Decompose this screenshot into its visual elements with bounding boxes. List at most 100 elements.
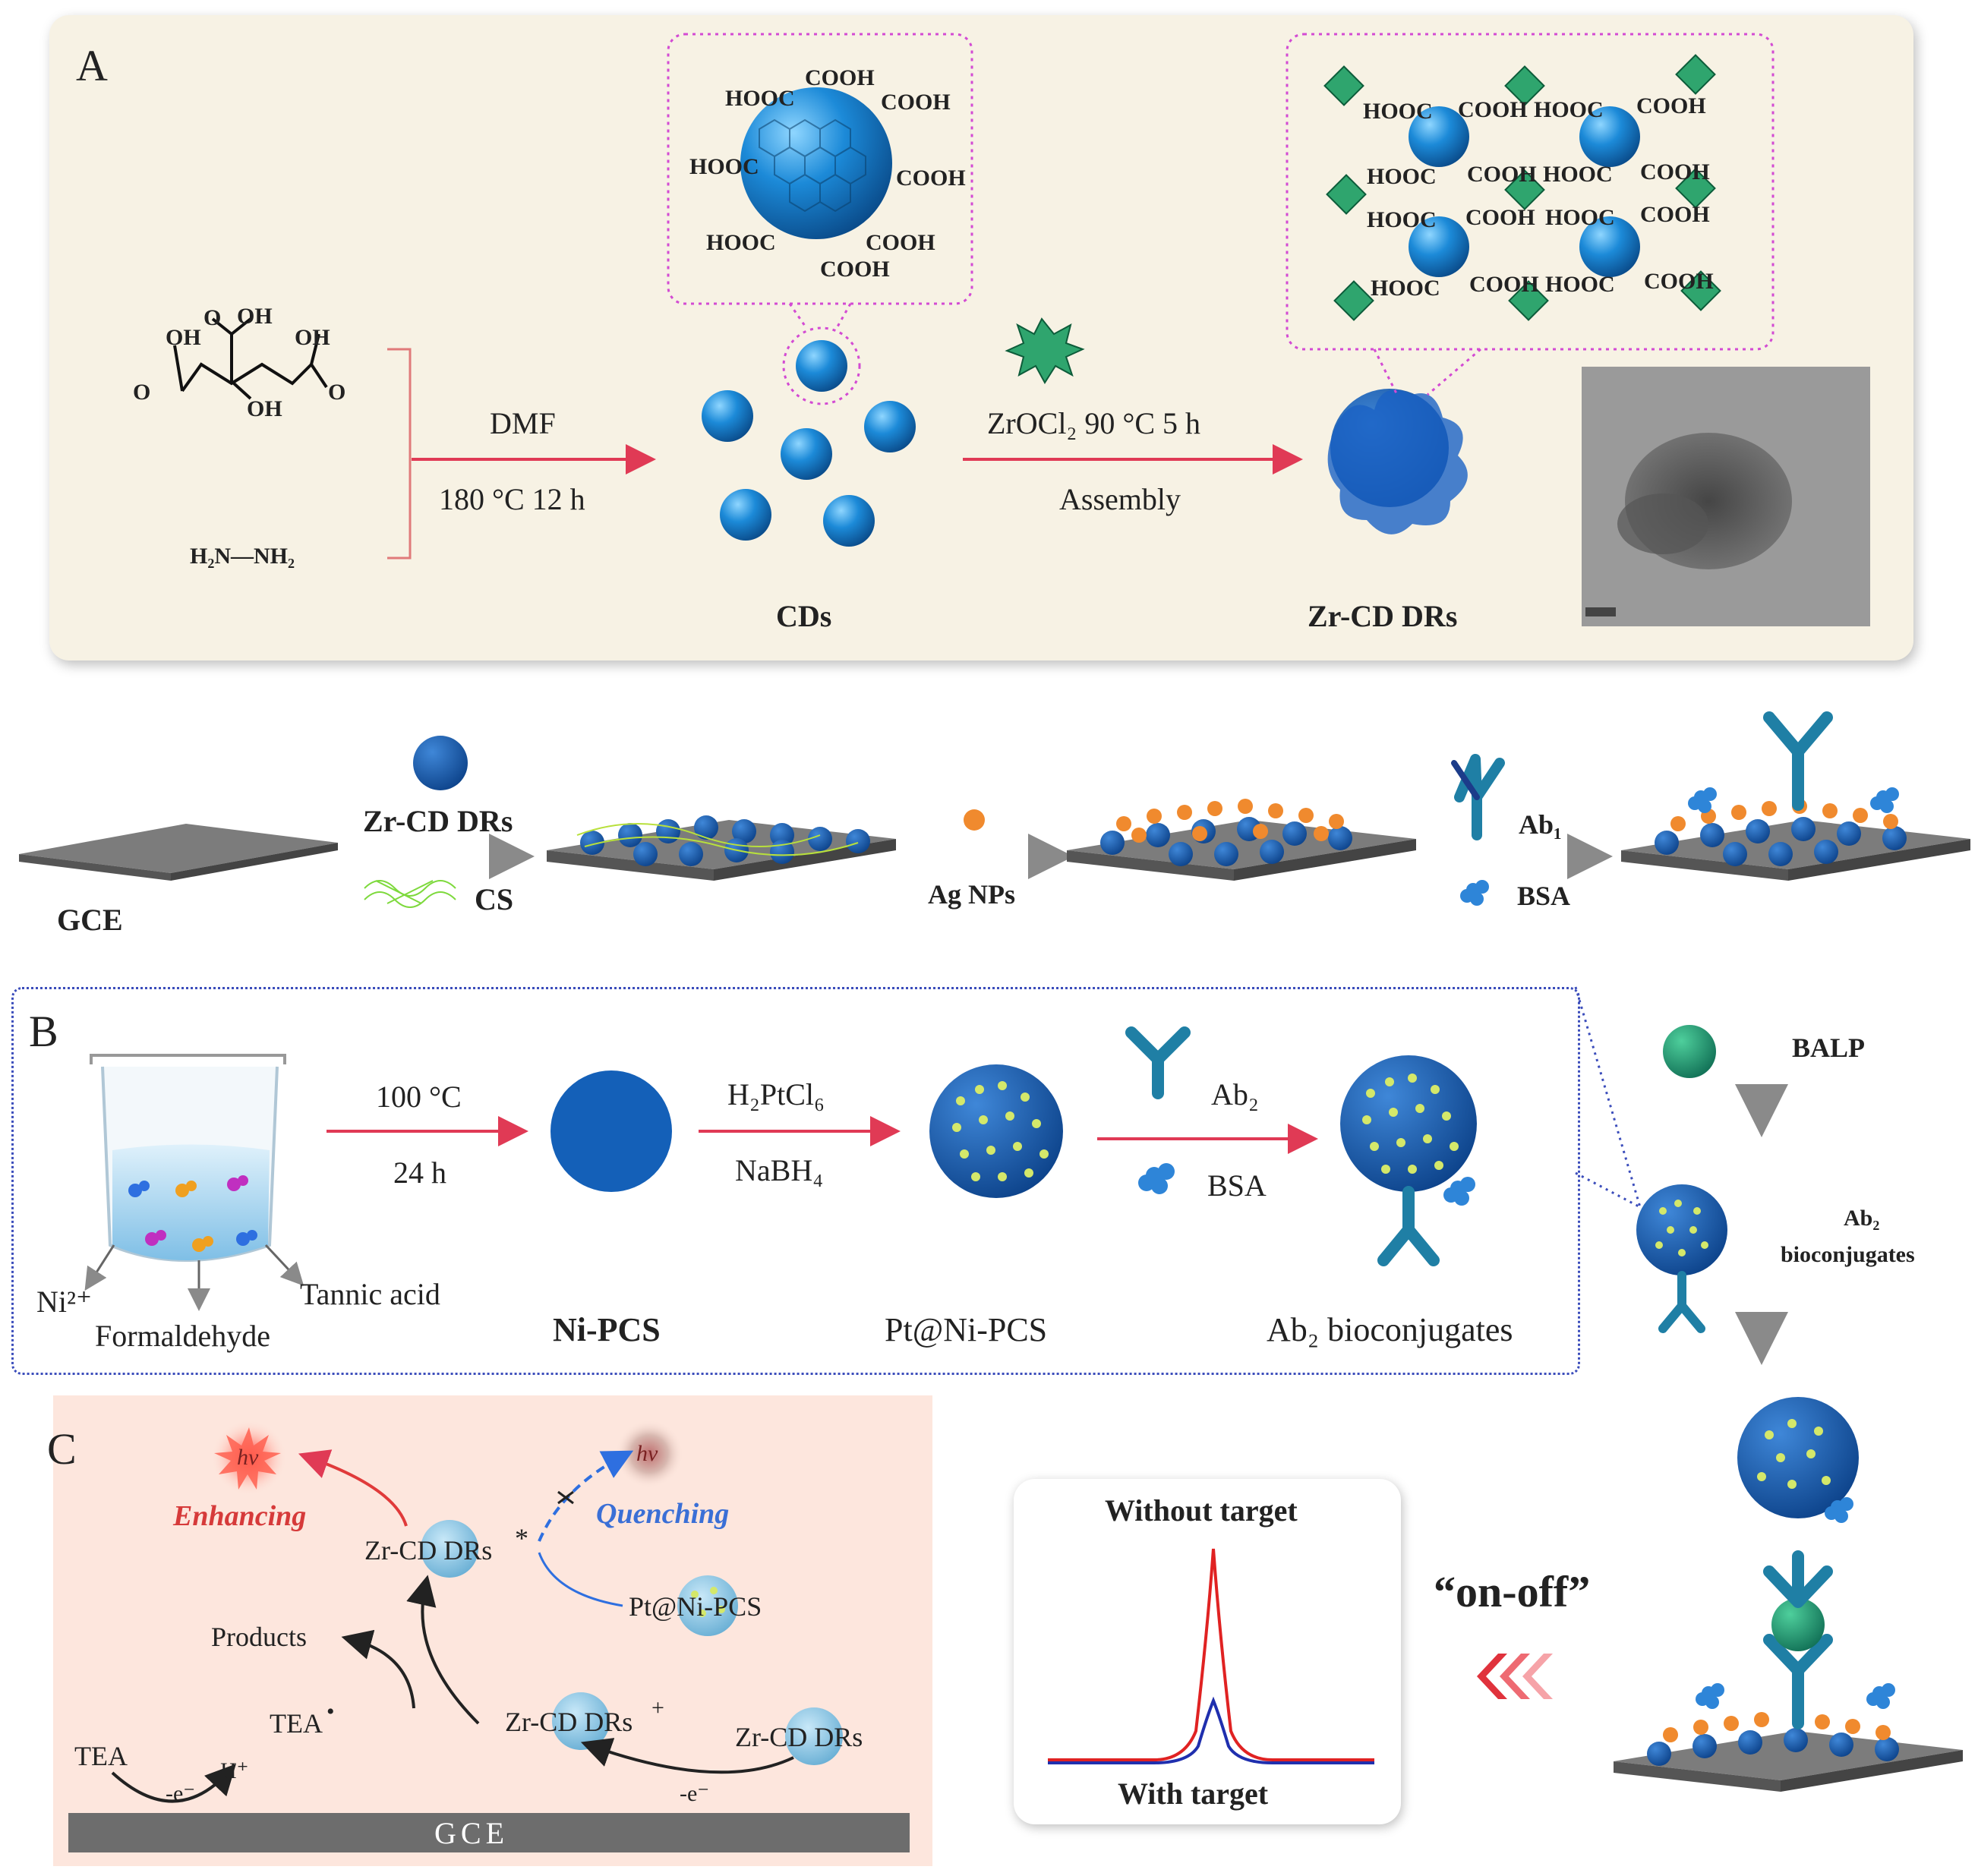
ag-np-icon — [964, 809, 985, 831]
panel-b — [11, 987, 1580, 1375]
chitosan-icon — [364, 880, 456, 908]
enhancing-label: Enhancing — [173, 1500, 307, 1532]
beaker — [84, 1054, 304, 1311]
cs-label: CS — [475, 882, 514, 916]
oh-label-2: OH — [237, 304, 273, 329]
citric-acid-structure — [173, 317, 328, 400]
cation-mark: + — [651, 1695, 664, 1720]
with-target-label: With target — [1118, 1777, 1269, 1811]
pt-ni-pcs-label: Pt@Ni-PCS — [885, 1311, 1048, 1348]
carbon-dot-magnified — [740, 87, 892, 239]
assembly-label: Assembly — [1059, 482, 1181, 516]
o-label-3: O — [328, 380, 346, 405]
balp-label: BALP — [1792, 1033, 1866, 1063]
zr-cluster-icon — [1005, 317, 1085, 384]
formaldehyde-label: Formaldehyde — [95, 1319, 271, 1353]
cd-group-2: HOOC — [725, 86, 795, 111]
zr-cd-excited-particle — [421, 1520, 478, 1578]
ni-pcs-label: Ni-PCS — [553, 1311, 661, 1348]
quenching-label: Quenching — [596, 1498, 730, 1530]
ag-nps-label: Ag NPs — [928, 879, 1015, 910]
cd-group-4: HOOC — [689, 154, 759, 179]
zr-cd-drs-label: Zr-CD DRs — [1308, 599, 1458, 633]
o-label-1: O — [203, 305, 222, 330]
mof-group-12: COOH — [1640, 202, 1710, 227]
hv-label-2: hv — [636, 1441, 658, 1466]
step2-reagent: ZrOCl₂ 90 °C 5 h — [987, 406, 1201, 440]
sandwich-electrode — [1614, 1397, 1963, 1792]
mof-group-5: HOOC — [1367, 164, 1437, 189]
cd-zoom-inset — [667, 33, 973, 329]
oh-label-3: OH — [295, 325, 330, 350]
pt-ni-pcs-particle — [677, 1575, 738, 1636]
zr-cd-dr-particle — [1327, 389, 1468, 534]
mof-group-14: COOH — [1469, 272, 1539, 297]
zr-excited-label: Zr-CD DRs — [364, 1535, 493, 1565]
balp-protein-icon — [1663, 1025, 1716, 1078]
mof-group-15: HOOC — [1545, 272, 1615, 297]
mof-group-6: COOH — [1467, 162, 1537, 187]
panel-b-letter: B — [29, 1007, 58, 1056]
cd-group-7: COOH — [866, 230, 935, 255]
nabh4-label: NaBH₄ — [735, 1153, 824, 1187]
panel-c-letter: C — [47, 1424, 77, 1474]
mof-group-11: HOOC — [1545, 205, 1615, 230]
mof-group-1: HOOC — [1363, 99, 1433, 124]
carbon-dots-cluster — [702, 326, 916, 547]
cd-group-3: COOH — [881, 90, 951, 115]
ecl-signal-graph — [1014, 1479, 1401, 1824]
dmf-label: DMF — [490, 406, 556, 440]
gce-bar — [68, 1813, 910, 1852]
pt-ni-pcs-sphere — [929, 1064, 1063, 1198]
zr-cd-cation-particle — [552, 1692, 610, 1750]
ni-pcs-sphere — [550, 1070, 672, 1192]
precursor-bracket — [387, 348, 412, 560]
cd-group-5: COOH — [896, 166, 966, 191]
cds-label: CDs — [776, 599, 832, 633]
bsa-icon-1 — [1460, 880, 1489, 906]
electrode-ag — [1067, 799, 1416, 881]
tea-radical-label: TEA — [270, 1708, 323, 1739]
tea-label: TEA — [74, 1741, 128, 1771]
panel-c — [53, 1395, 932, 1866]
cation-to-excited-arrow — [406, 1575, 480, 1725]
panel-a-letter: A — [76, 41, 108, 90]
mof-network — [1409, 106, 1640, 277]
without-target-label: Without target — [1105, 1493, 1298, 1528]
mof-group-13: HOOC — [1371, 276, 1440, 301]
mof-zoom-inset — [1286, 33, 1775, 396]
pt-quench-line — [538, 1552, 623, 1607]
ab2-conj-label-1: Ab₂ — [1844, 1206, 1880, 1231]
cd-group-6: HOOC — [706, 230, 776, 255]
ni-label: Ni²⁺ — [36, 1285, 93, 1319]
gce-label: GCE — [57, 903, 123, 937]
hydrazine-label: H₂N—NH₂ — [190, 544, 295, 569]
mof-group-9: HOOC — [1367, 207, 1437, 232]
radical-to-products-arrow — [341, 1629, 415, 1709]
tea-oxidation-arrow — [111, 1764, 236, 1803]
gce-slab — [19, 824, 338, 873]
zr-cd-dr-reagent — [413, 736, 468, 790]
tannic-acid-label: Tannic acid — [300, 1277, 440, 1311]
mof-group-2: COOH — [1458, 97, 1528, 122]
o-label-2: O — [133, 380, 151, 405]
zr-ground-label: Zr-CD DRs — [735, 1722, 863, 1752]
bsa-label-1: BSA — [1517, 881, 1571, 911]
ab2-conj-label-2: bioconjugates — [1781, 1242, 1915, 1267]
radical-dot: • — [327, 1699, 335, 1724]
mof-zr-nodes — [1323, 54, 1721, 321]
cd-group-8: COOH — [820, 257, 890, 282]
ab2-bioconjugates-label: Ab₂ bioconjugates — [1267, 1311, 1513, 1348]
ab2-bioconjugate-large — [1340, 1055, 1477, 1266]
ab1-antibody-icon — [1451, 754, 1505, 840]
panel-b-callout — [1574, 986, 1642, 1209]
e-label-1: -e⁻ — [166, 1781, 196, 1806]
ab2-antibody-icon — [1125, 1026, 1191, 1099]
on-off-label: “on-off” — [1434, 1567, 1591, 1616]
bsa-icon-2 — [1138, 1163, 1175, 1194]
mof-group-10: COOH — [1465, 205, 1535, 230]
ab2-step-label: Ab₂ — [1211, 1077, 1259, 1111]
e-label-2: -e⁻ — [680, 1781, 710, 1806]
mof-group-4: COOH — [1636, 93, 1706, 118]
mof-group-7: HOOC — [1543, 162, 1613, 187]
